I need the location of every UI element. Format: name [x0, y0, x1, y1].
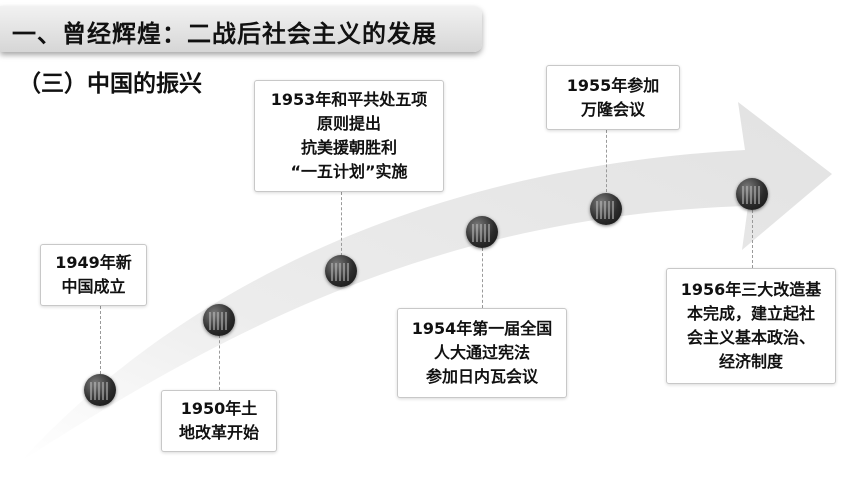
event-box-1950: 1950年土 地改革开始 — [161, 390, 277, 452]
event-line: 1954年第一届全国 — [411, 319, 553, 338]
event-line: 本完成，建立起社 — [686, 304, 815, 323]
event-box-1956: 1956年三大改造基 本完成，建立起社 会主义基本政治、 经济制度 — [666, 268, 836, 384]
connector-1950 — [219, 335, 220, 390]
event-line: 1953年和平共处五项 — [270, 90, 428, 109]
event-box-1955: 1955年参加 万隆会议 — [546, 65, 680, 130]
event-line: 地改革开始 — [178, 423, 259, 442]
timeline-node-icon — [590, 193, 622, 225]
page-title: 一、曾经辉煌：二战后社会主义的发展 — [12, 20, 437, 48]
connector-1949 — [100, 306, 101, 374]
title-bar: 一、曾经辉煌：二战后社会主义的发展 — [0, 6, 482, 52]
connector-1955 — [606, 130, 607, 192]
section-subtitle: （三）中国的振兴 — [18, 71, 202, 97]
event-line: 会主义基本政治、 — [686, 328, 815, 347]
event-line: 中国成立 — [61, 277, 126, 296]
event-line: 人大通过宪法 — [433, 343, 530, 362]
event-line: 1950年土 — [180, 399, 258, 418]
event-line: “一五计划”实施 — [290, 162, 408, 181]
event-line: 经济制度 — [718, 352, 783, 371]
event-line: 1955年参加 — [566, 75, 660, 95]
timeline-node-icon — [466, 216, 498, 248]
connector-1953 — [341, 192, 342, 256]
timeline-node-icon — [736, 178, 768, 210]
event-line: 1956年三大改造基 — [680, 280, 822, 299]
timeline-node-icon — [325, 255, 357, 287]
timeline-node-icon — [203, 304, 235, 336]
connector-1956 — [752, 210, 753, 268]
arrow-shape — [20, 102, 832, 462]
event-box-1953: 1953年和平共处五项 原则提出 抗美援朝胜利 “一五计划”实施 — [254, 80, 444, 192]
event-line: 原则提出 — [316, 114, 381, 133]
event-line: 万隆会议 — [580, 99, 645, 119]
event-line: 参加日内瓦会议 — [425, 367, 538, 386]
event-box-1954: 1954年第一届全国 人大通过宪法 参加日内瓦会议 — [397, 308, 567, 398]
event-line: 抗美援朝胜利 — [300, 138, 397, 157]
timeline-node-icon — [84, 374, 116, 406]
event-box-1949: 1949年新 中国成立 — [40, 244, 147, 306]
event-line: 1949年新 — [55, 253, 132, 272]
connector-1954 — [482, 248, 483, 308]
